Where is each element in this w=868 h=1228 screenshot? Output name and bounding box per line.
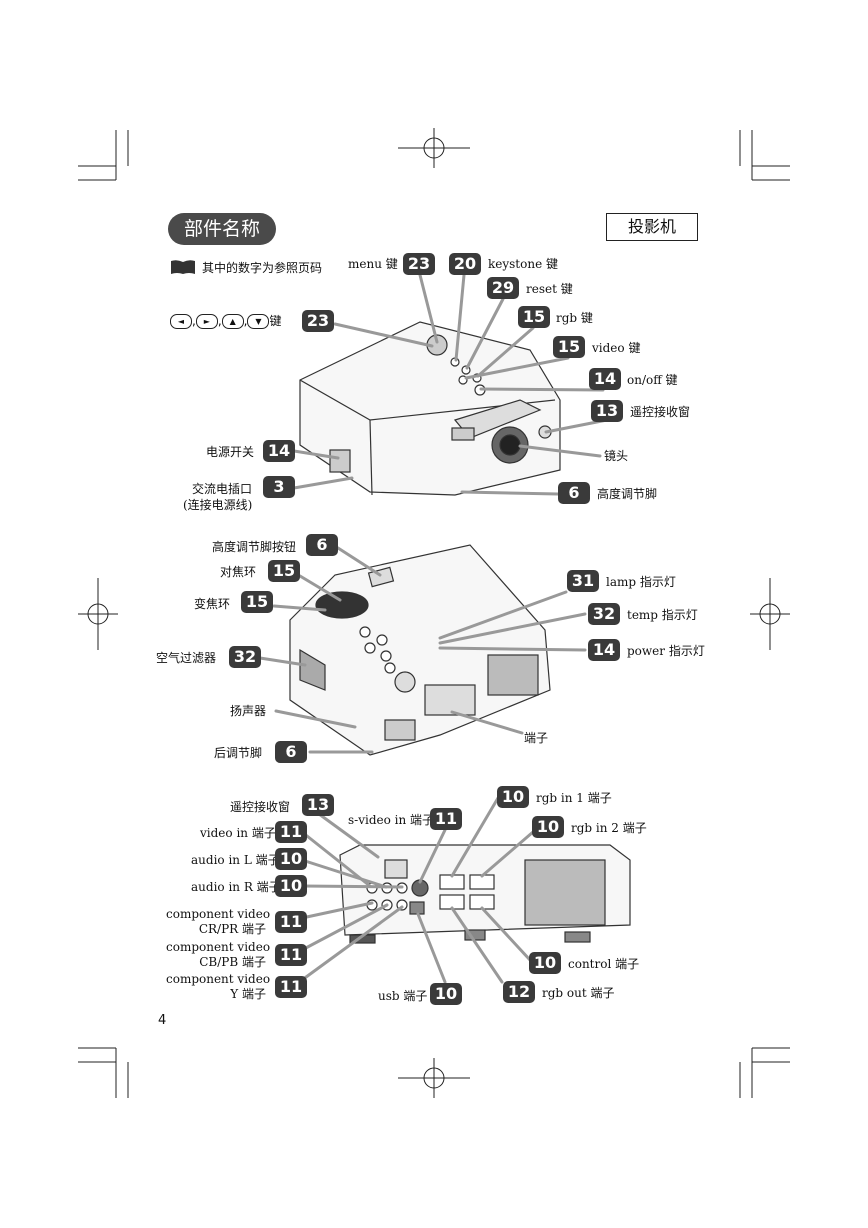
up-arrow-icon: ▲	[221, 314, 244, 329]
reset-page: 29	[487, 277, 519, 299]
video-key-page: 15	[553, 336, 585, 358]
power-indicator-label: power 指示灯	[627, 644, 705, 658]
comma: ,	[243, 314, 248, 328]
rgb-in1-label: rgb in 1 端子	[536, 791, 612, 805]
comp-cb-page: 11	[275, 944, 307, 966]
projector-rear-illustration	[339, 844, 631, 944]
comp-y-page: 11	[275, 976, 307, 998]
projector-top-illustration	[299, 321, 561, 496]
remote-rear-page: 13	[302, 794, 334, 816]
rgb-key-page: 15	[518, 306, 550, 328]
power-switch-page: 14	[263, 440, 295, 462]
foot-button-page: 6	[306, 534, 338, 556]
ac-inlet-sub: (连接电源线)	[183, 498, 253, 512]
arrow-keys-label: ◄,►,▲,▼键	[170, 314, 282, 329]
audio-l-page: 10	[275, 848, 307, 870]
arrow-keys-page: 23	[302, 310, 334, 332]
remote-top-page: 13	[591, 400, 623, 422]
terminals-label: 端子	[524, 731, 549, 745]
zoom-page: 15	[241, 591, 273, 613]
comp-cr-line1: component video	[166, 907, 271, 921]
ac-inlet-label: 交流电插口	[192, 482, 253, 496]
comma: ,	[217, 314, 222, 328]
foot-label: 高度调节脚	[597, 487, 658, 501]
page-number: 4	[158, 1013, 167, 1028]
filter-page: 32	[229, 646, 261, 668]
control-page: 10	[529, 952, 561, 974]
ac-inlet-page: 3	[263, 476, 295, 498]
book-icon	[171, 260, 195, 274]
rgb-in2-label: rgb in 2 端子	[571, 821, 647, 835]
focus-label: 对焦环	[220, 565, 257, 579]
foot-page: 6	[558, 482, 590, 504]
reset-label: reset 键	[526, 282, 573, 296]
temp-label: temp 指示灯	[627, 608, 698, 622]
comp-cb-line2: CB/PB 端子	[199, 955, 266, 969]
rear-foot-label: 后调节脚	[214, 746, 263, 760]
menu-page: 23	[403, 253, 435, 275]
rear-foot-page: 6	[275, 741, 307, 763]
comma: ,	[192, 314, 196, 328]
comp-cr-page: 11	[275, 911, 307, 933]
menu-label: menu 键	[348, 257, 398, 271]
keystone-label: keystone 键	[488, 257, 559, 271]
remote-rear-label: 遥控接收窗	[230, 800, 291, 814]
power-switch-label: 电源开关	[206, 445, 255, 459]
lens-label: 镜头	[604, 449, 629, 463]
leader-lines	[258, 273, 609, 984]
projector-side-illustration	[289, 544, 551, 756]
audio-r-page: 10	[275, 875, 307, 897]
device-label: 投影机	[606, 213, 698, 241]
section-title: 部件名称	[168, 213, 276, 245]
focus-page: 15	[268, 560, 300, 582]
usb-page: 10	[430, 983, 462, 1005]
zoom-label: 变焦环	[194, 597, 231, 611]
comp-y-line1: component video	[166, 972, 271, 986]
rgb-out-label: rgb out 端子	[542, 986, 615, 1000]
down-arrow-icon: ▼	[247, 314, 270, 329]
onoff-page: 14	[589, 368, 621, 390]
lamp-label: lamp 指示灯	[606, 575, 676, 589]
note-text: 其中的数字为参照页码	[202, 261, 323, 275]
power-indicator-page: 14	[588, 639, 620, 661]
video-key-label: video 键	[592, 341, 641, 355]
lamp-page: 31	[567, 570, 599, 592]
crop-marks	[78, 128, 790, 1098]
temp-page: 32	[588, 603, 620, 625]
comp-y-line2: Y 端子	[230, 987, 266, 1001]
rgb-out-page: 12	[503, 981, 535, 1003]
rgb-key-label: rgb 键	[556, 311, 593, 325]
comp-cr-line2: CR/PR 端子	[198, 922, 266, 936]
right-arrow-icon: ►	[195, 314, 218, 329]
key-suffix: 键	[269, 314, 282, 328]
keystone-page: 20	[449, 253, 481, 275]
video-in-page: 11	[275, 821, 307, 843]
left-arrow-icon: ◄	[170, 314, 192, 329]
control-label: control 端子	[568, 957, 640, 971]
usb-label: usb 端子	[378, 989, 428, 1003]
remote-top-label: 遥控接收窗	[630, 405, 691, 419]
speaker-label: 扬声器	[230, 704, 267, 718]
audio-r-label: audio in R 端子	[191, 880, 281, 894]
audio-l-label: audio in L 端子	[191, 853, 280, 867]
comp-cb-line1: component video	[166, 940, 271, 954]
svideo-page: 11	[430, 808, 462, 830]
video-in-label: video in 端子	[200, 826, 276, 840]
filter-label: 空气过滤器	[156, 651, 217, 665]
rgb-in2-page: 10	[532, 816, 564, 838]
foot-button-label: 高度调节脚按钮	[212, 540, 297, 554]
onoff-label: on/off 键	[627, 373, 678, 387]
rgb-in1-page: 10	[497, 786, 529, 808]
svideo-label: s-video in 端子	[348, 813, 435, 827]
